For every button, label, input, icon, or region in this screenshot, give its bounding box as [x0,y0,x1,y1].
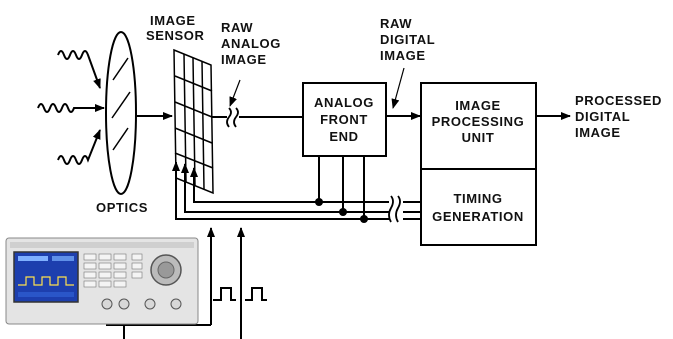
analog-front-end-label: ANALOG [314,95,374,110]
analog-front-end-label: END [329,129,358,144]
raw-analog-image-label: ANALOG [221,36,281,51]
image-processing-unit-box [420,82,537,170]
processed-digital-image-label: PROCESSED [575,93,662,108]
raw-analog-pointer [229,79,241,107]
raw-analog-image-label: RAW [221,20,253,35]
raw-digital-image-label: RAW [380,16,412,31]
timing-bus [172,156,421,220]
analog-front-end-box [302,82,387,157]
lens-icon [105,31,137,195]
signal-break-icon [226,107,239,128]
image-processing-unit-label: UNIT [462,130,495,145]
light-waves [37,50,105,165]
wavy-arrow-icon [57,50,101,89]
wavy-arrow-icon [37,103,105,113]
processed-digital-image-label: DIGITAL [575,109,630,124]
raw-digital-image-label: DIGITAL [380,32,435,47]
processed-digital-image-label: IMAGE [575,125,621,140]
bus-junction-dots [315,198,368,223]
image-sensor-label: SENSOR [146,28,205,43]
timing-generation-label: GENERATION [432,209,524,224]
analog-front-end-label: FRONT [320,112,368,127]
image-processing-unit-label: PROCESSING [432,114,525,129]
timing-generation-label: TIMING [453,191,502,206]
wavy-arrow-icon [57,129,101,165]
raw-digital-pointer [391,67,405,109]
sensor-grid-icon [173,48,214,195]
image-processing-unit-label: IMAGE [455,98,501,113]
raw-digital-image-label: IMAGE [380,48,426,63]
timing-generation-box [420,168,537,246]
raw-analog-image-label: IMAGE [221,52,267,67]
signal-break-icon [388,195,401,223]
optics-label: OPTICS [96,200,148,215]
square-wave-icon [213,287,267,301]
image-sensor-label: IMAGE [150,13,196,28]
function-generator-icon [5,237,199,325]
